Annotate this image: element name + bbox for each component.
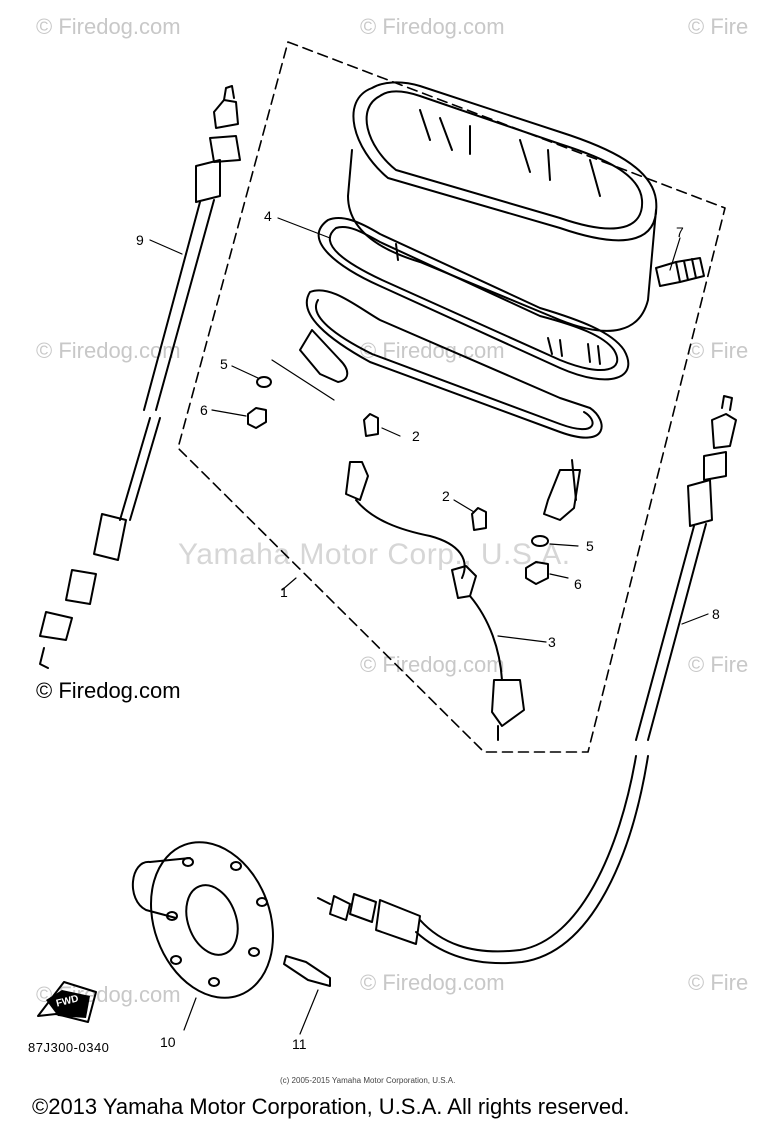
- watermark-firedog-bold: © Firedog.com: [36, 678, 181, 703]
- footer-copyright: ©2013 Yamaha Motor Corporation, U.S.A. A…: [32, 1094, 630, 1119]
- watermark-firedog: © Firedog.com: [360, 970, 505, 995]
- callout-2: 2: [442, 488, 450, 504]
- washer: [256, 376, 272, 388]
- callout-11: 11: [292, 1036, 307, 1052]
- callout-6: 6: [574, 576, 582, 592]
- washer: [531, 535, 549, 547]
- callout-10: 10: [160, 1034, 176, 1050]
- watermark-firedog: © Fire: [688, 338, 749, 363]
- watermark-firedog: © Firedog.com: [36, 14, 181, 39]
- socket-harness: [345, 461, 525, 741]
- watermark-firedog: © Fire: [688, 652, 749, 677]
- meter-housing: [347, 81, 658, 365]
- diagram-code: 87J300-0340: [28, 1040, 110, 1055]
- callout-7: 7: [676, 224, 684, 240]
- speedometer-drive-gear: [132, 841, 274, 999]
- watermark-yamaha: Yamaha Motor Corp., U.S.A.: [178, 538, 571, 571]
- callout-4: 4: [264, 208, 272, 224]
- watermark-firedog: © Firedog.com: [36, 338, 181, 363]
- callout-5: 5: [586, 538, 594, 554]
- bulb: [471, 507, 487, 531]
- watermark-firedog: © Fire: [688, 14, 749, 39]
- cable-tachometer: [39, 85, 241, 669]
- cable-speedometer: [317, 395, 737, 965]
- callout-9: 9: [136, 232, 144, 248]
- callout-6: 6: [200, 402, 208, 418]
- callout-2: 2: [412, 428, 420, 444]
- callout-1: 1: [280, 584, 288, 600]
- fwd-arrow: [37, 981, 97, 1023]
- nut: [247, 407, 267, 429]
- callout-5: 5: [220, 356, 228, 372]
- callout-8: 8: [712, 606, 720, 622]
- bracket-frame: [299, 289, 603, 521]
- nut: [525, 561, 549, 585]
- assembly-boundary: [177, 41, 726, 753]
- watermark-firedog: © Firedog.com: [360, 652, 505, 677]
- drive-pin: [283, 955, 331, 987]
- gasket: [317, 216, 630, 381]
- trip-knob: [655, 257, 705, 287]
- small-copyright: (c) 2005-2015 Yamaha Motor Corporation, …: [280, 1076, 456, 1085]
- watermark-firedog: © Firedog.com: [360, 14, 505, 39]
- watermark-firedog: © Fire: [688, 970, 749, 995]
- callout-3: 3: [548, 634, 556, 650]
- bulb: [363, 413, 379, 437]
